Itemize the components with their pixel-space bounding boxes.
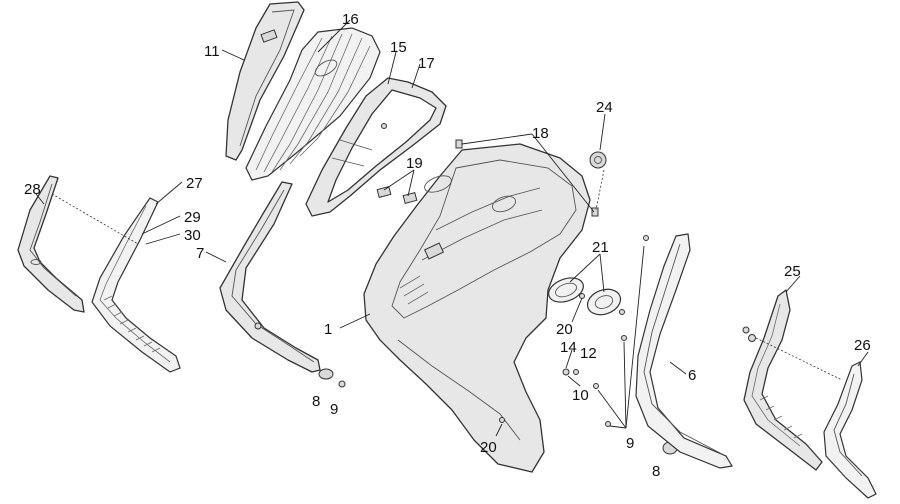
callout-20-lower: 20 [480, 439, 497, 456]
part-17-frame [305, 77, 447, 217]
callout-7: 7 [196, 245, 204, 262]
callout-27: 29 [184, 209, 201, 226]
callout-8-left: 8 [312, 393, 320, 410]
callout-20-upper: 20 [556, 321, 573, 338]
callout-26: 28 [24, 181, 41, 198]
screws [338, 235, 649, 427]
callout-23: 25 [784, 263, 801, 280]
part-29-30-washers [742, 326, 756, 342]
leader-lines [35, 19, 869, 437]
callout-28: 30 [184, 227, 201, 244]
callout-6: 6 [688, 367, 696, 384]
part-26-trim-frame [17, 175, 85, 313]
callout-22: 24 [596, 99, 613, 116]
callout-8-right: 8 [652, 463, 660, 480]
callout-18: 18 [532, 125, 549, 142]
callout-15: 15 [390, 39, 407, 56]
callout-1: 1 [324, 321, 332, 338]
part-6-right-panel [635, 233, 733, 469]
callout-9-right: 9 [626, 435, 634, 452]
callouts: 11 16 15 17 24 18 19 28 27 29 30 7 21 25… [24, 11, 871, 480]
assembly-lines [51, 169, 843, 381]
part-25-side-trim [91, 197, 181, 373]
part-23-right-trim [743, 289, 823, 471]
callout-12: 14 [560, 339, 577, 356]
callout-21: 21 [592, 239, 609, 256]
callout-14: 11 [204, 43, 220, 60]
part-14-center-strip [225, 1, 305, 161]
callout-17: 17 [418, 55, 435, 72]
part-16-grille [245, 27, 381, 181]
callout-16: 16 [342, 11, 359, 28]
callout-25: 27 [186, 175, 203, 192]
part-7-inner-trim [219, 181, 321, 373]
part-21-round-covers [548, 277, 622, 316]
callout-9-left: 9 [330, 401, 338, 418]
part-1-front-shield [363, 143, 591, 473]
callout-10: 10 [572, 387, 589, 404]
callout-24: 26 [854, 337, 871, 354]
part-24-far-right-trim [823, 361, 877, 499]
callout-19: 19 [406, 155, 423, 172]
callout-11: 12 [580, 345, 597, 362]
part-22-grommet [589, 151, 607, 169]
part-19-clips [376, 185, 418, 205]
